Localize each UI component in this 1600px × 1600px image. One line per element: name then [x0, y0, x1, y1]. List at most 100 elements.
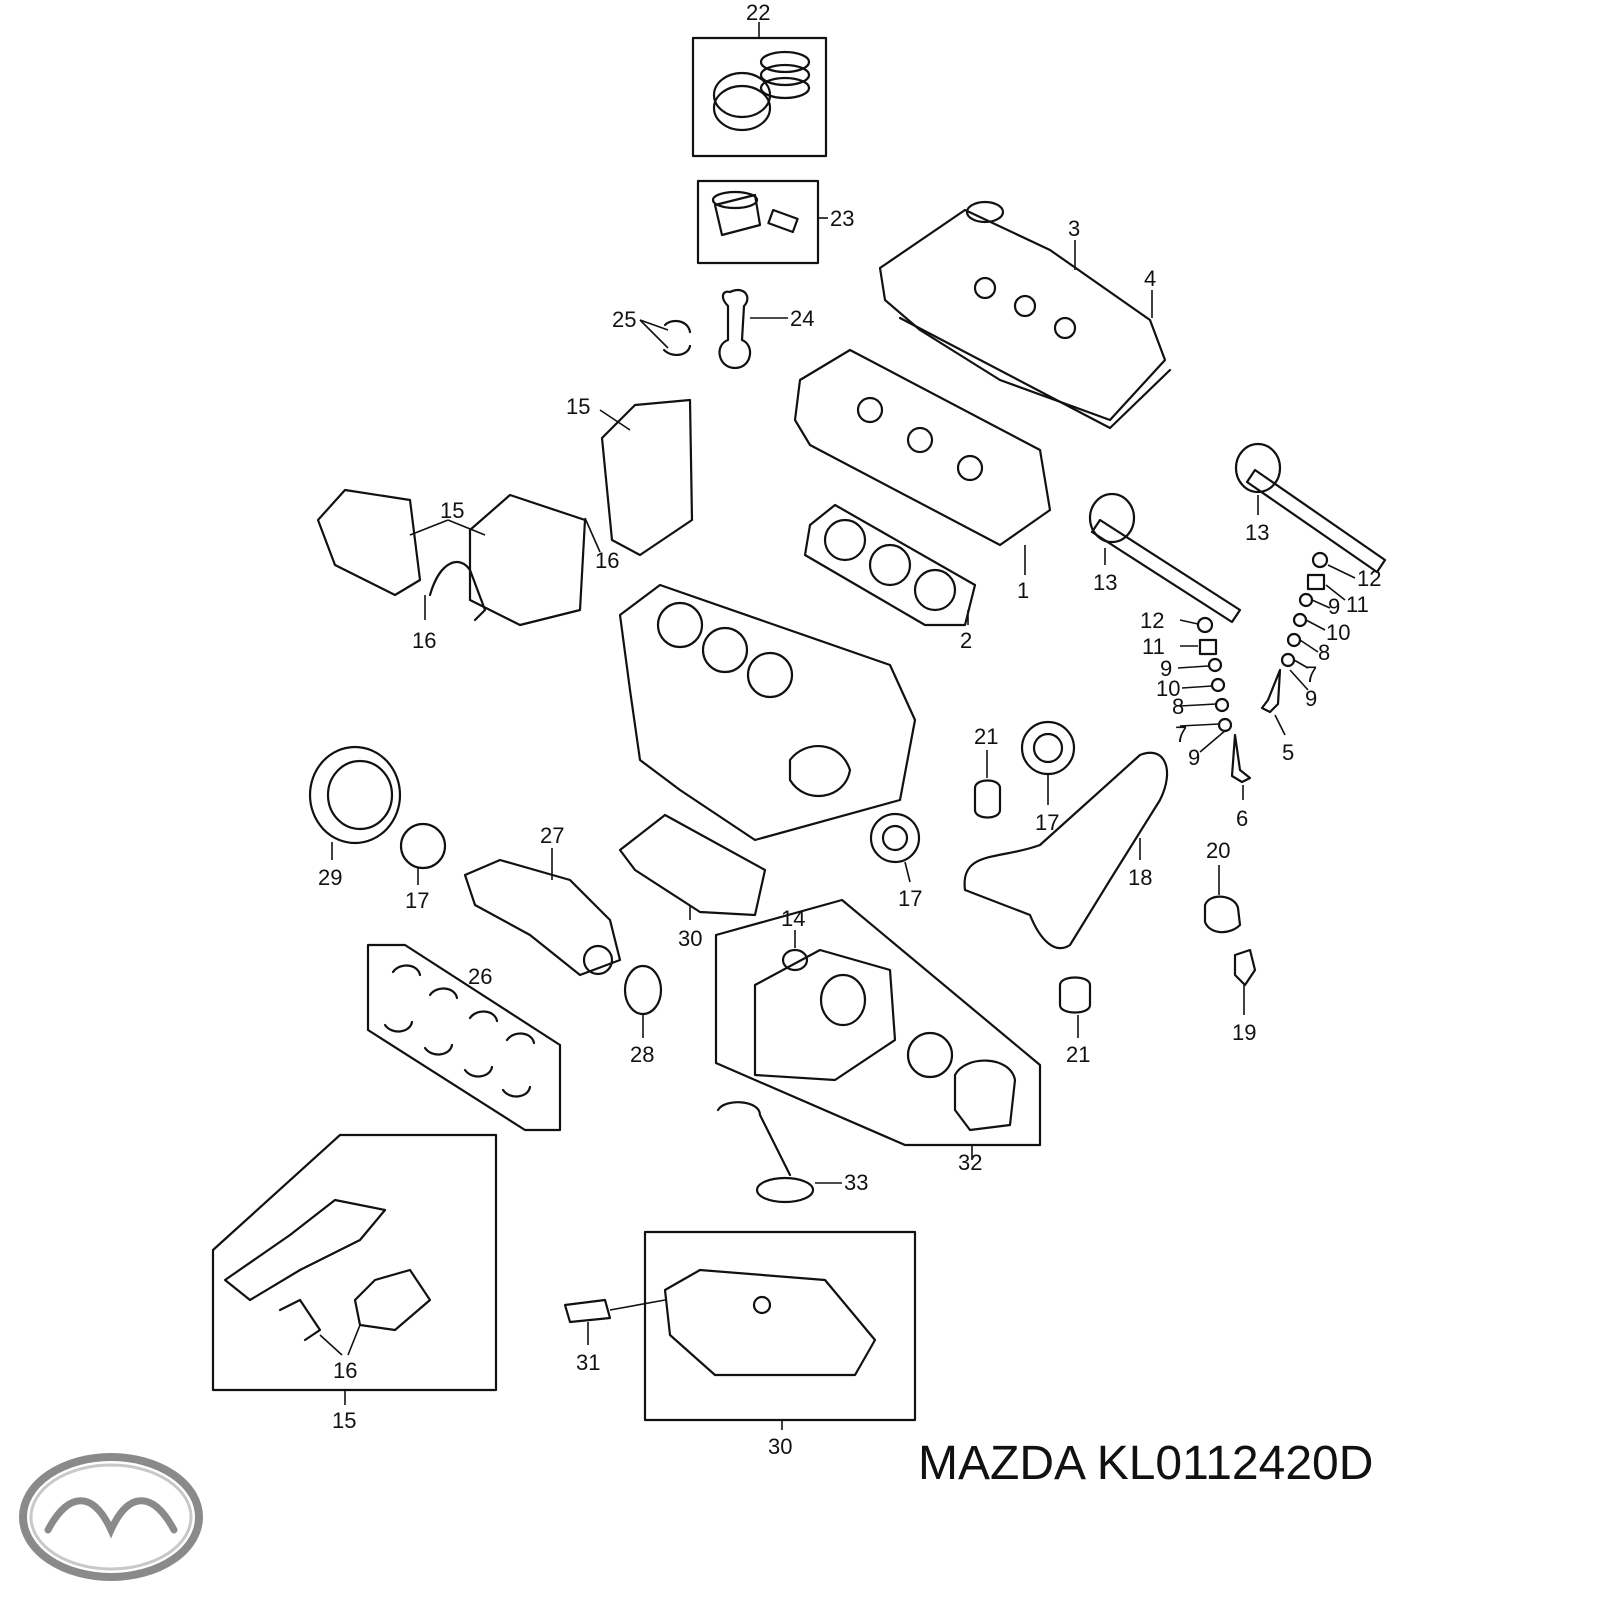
callout-24: 24: [790, 306, 814, 331]
callout-14: 14: [781, 906, 805, 931]
piston-box: [696, 179, 820, 265]
engine-block-group: [618, 583, 917, 842]
piston-rings-box: [691, 36, 828, 158]
tensioner-group: 20 19 21: [1058, 838, 1257, 1067]
callout-7b: 7: [1305, 662, 1317, 687]
piston-group: 23: [696, 179, 854, 265]
cam-pulley-17: [1020, 720, 1076, 776]
piston-rings-group: 22: [691, 0, 828, 158]
callout-9d: 9: [1305, 686, 1317, 711]
crank-pulley-17: [869, 812, 921, 864]
crankshaft: [463, 858, 622, 977]
crankshaft-sprocket: [399, 822, 447, 870]
main-bearings-box: [366, 943, 562, 1132]
oil-pan: [663, 1268, 877, 1377]
part-number-caption: MAZDA KL0112420D: [918, 1437, 1374, 1490]
cam-sprocket-right: [1234, 442, 1282, 494]
callout-12b: 12: [1357, 566, 1381, 591]
callout-15b: 15: [440, 498, 464, 523]
callout-11b: 11: [1346, 592, 1369, 617]
cylinder-head-group: 1: [793, 348, 1052, 603]
idler-pulley-upper: [973, 779, 1002, 819]
callout-30a: 30: [678, 926, 702, 951]
callout-33: 33: [844, 1170, 868, 1195]
oil-pump-rotor: [906, 1031, 954, 1079]
camshaft-group: 13 13: [1088, 442, 1387, 624]
piston-ring-set-1: [712, 71, 772, 119]
drain-plug: [752, 1295, 772, 1315]
valve-spring: [1198, 638, 1218, 656]
callout-5: 5: [1282, 740, 1294, 765]
head-gasket-group: 2: [803, 503, 977, 653]
oil-pump-cover: [953, 1059, 1017, 1132]
callout-1: 1: [1017, 578, 1029, 603]
engine-block: [618, 583, 917, 842]
callout-2: 2: [960, 628, 972, 653]
lower-cover-set-group: 16 15: [211, 1133, 498, 1433]
valve-shim: [1196, 616, 1214, 634]
callout-30b: 30: [768, 1434, 792, 1459]
timing-cover-lower-group: 15 16 16: [316, 488, 619, 653]
oil-baffle-group: 30: [618, 813, 767, 951]
callout-16a: 16: [595, 548, 619, 573]
callout-10b: 10: [1326, 620, 1350, 645]
oil-pump: [753, 948, 897, 1082]
callout-17b: 17: [898, 886, 922, 911]
callout-32: 32: [958, 1150, 982, 1175]
cam-sprocket-left: [1088, 492, 1136, 544]
oil-pan-baffle: [618, 813, 767, 917]
piston: [713, 193, 762, 237]
oil-pan-group: 31 30: [563, 1230, 917, 1459]
callout-26: 26: [468, 964, 492, 989]
callout-20: 20: [1206, 838, 1230, 863]
callout-15c: 15: [332, 1408, 356, 1433]
callout-9c: 9: [1328, 594, 1340, 619]
timing-drive-group: 21 17 17 18: [869, 720, 1169, 950]
mazda-logo: [19, 1453, 203, 1581]
tensioner-bracket: [1233, 948, 1257, 987]
callout-6: 6: [1236, 806, 1248, 831]
piston-ring-set-2: [759, 50, 811, 74]
callout-8a: 8: [1172, 694, 1184, 719]
callout-27: 27: [540, 823, 564, 848]
callout-28: 28: [630, 1042, 654, 1067]
timing-belt: [963, 751, 1169, 950]
callout-9a: 9: [1160, 656, 1172, 681]
idler-pulley-lower: [1058, 976, 1092, 1014]
callout-19: 19: [1232, 1020, 1256, 1045]
valve-exhaust: [1230, 733, 1252, 784]
connecting-rod-group: 24 25: [612, 289, 814, 370]
cover-gasket-right: [353, 1268, 432, 1332]
callout-8b: 8: [1318, 640, 1330, 665]
callout-23: 23: [830, 206, 854, 231]
callout-4: 4: [1144, 266, 1156, 291]
camshaft-left: [1090, 518, 1242, 624]
timing-cover-upper-group: 15: [566, 394, 694, 557]
cylinder-head: [793, 348, 1052, 547]
cover-gasket: [428, 560, 487, 622]
callout-25: 25: [612, 307, 636, 332]
oil-strainer-tube: [716, 1101, 792, 1177]
callout-7a: 7: [1175, 722, 1187, 747]
piston-pin: [767, 208, 799, 234]
timing-cover-right: [468, 493, 587, 627]
rod-bearing: [662, 319, 692, 356]
connecting-rod: [718, 289, 752, 370]
main-bearings-group: 26: [366, 943, 562, 1132]
callout-13b: 13: [1245, 520, 1269, 545]
callout-22: 22: [746, 0, 770, 25]
oil-level-sensor: [563, 1298, 612, 1324]
oil-pan-box: [643, 1230, 917, 1422]
callout-17c: 17: [405, 888, 429, 913]
callout-31: 31: [576, 1350, 600, 1375]
valve-train-right-group: 12 11 9 10 8 7 9 5: [1260, 551, 1381, 765]
lower-cover-set-box: [211, 1133, 498, 1392]
callout-10a: 10: [1156, 676, 1180, 701]
tensioner-pulley: [1203, 895, 1242, 934]
crankshaft-seal: [623, 964, 663, 1016]
front-seal-14: [781, 948, 809, 972]
cover-gasket-left: [223, 1198, 387, 1302]
oil-pump-group: 14 32: [714, 898, 1042, 1175]
callout-16b: 16: [412, 628, 436, 653]
timing-cover-left: [316, 488, 422, 597]
